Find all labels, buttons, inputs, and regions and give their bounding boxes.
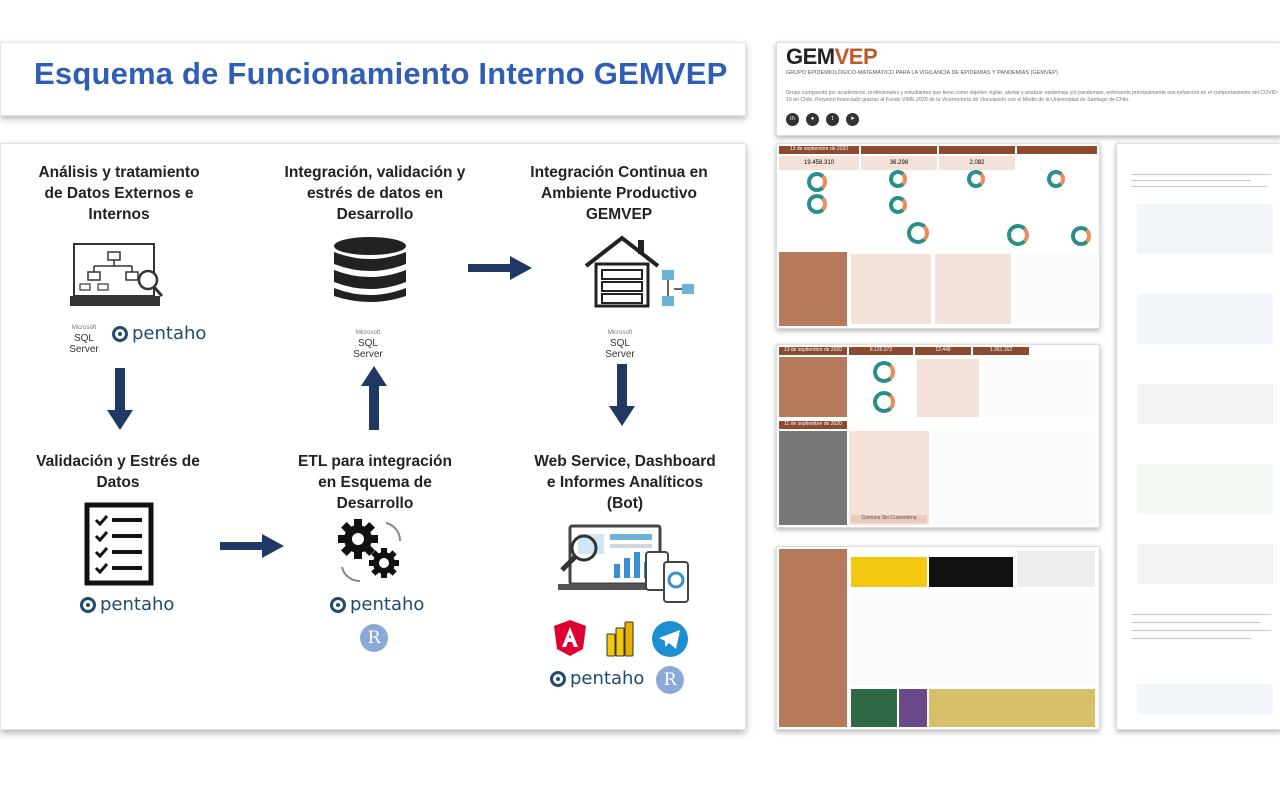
database-icon xyxy=(330,236,410,306)
r-logo: R xyxy=(360,624,388,652)
step-continuous-integration-label: Integración Continua en Ambiente Product… xyxy=(530,162,708,225)
linkedin-icon[interactable]: in xyxy=(786,113,799,126)
pentaho-logo: pentaho xyxy=(112,323,206,344)
twitter-icon[interactable]: t xyxy=(826,113,839,126)
page-title: Esquema de Funcionamiento Interno GEMVEP xyxy=(34,56,728,92)
pentaho-logo: pentaho xyxy=(80,594,174,615)
pentaho-logo: pentaho xyxy=(550,668,644,689)
dashboard-devices-icon xyxy=(554,522,692,606)
computer-flowchart-icon xyxy=(70,240,166,312)
step-validation-label: Validación y Estrés de Datos xyxy=(36,451,200,493)
github-icon[interactable]: ● xyxy=(806,113,819,126)
dashboard-screenshot-1: 13 de septiembre de 2020 19.458.310 36.2… xyxy=(776,143,1100,329)
checklist-icon xyxy=(84,502,154,586)
arrow-right-icon xyxy=(218,532,286,560)
step-integration-dev-label: Integración, validación y estrés de dato… xyxy=(282,162,468,225)
arrow-up-icon xyxy=(360,364,388,432)
gemvep-subtitle: GRUPO EPIDEMIOLÓGICO-MATEMÁTICO PARA LA … xyxy=(786,70,1058,76)
dashboard-screenshot-3 xyxy=(776,546,1100,730)
arrow-right-icon xyxy=(466,254,534,282)
dashboard-screenshot-2: 13 de septiembre de 2020 8.125.072 12.44… xyxy=(776,344,1100,528)
arrow-down-icon xyxy=(106,366,134,432)
r-logo: R xyxy=(656,666,684,694)
powerbi-icon xyxy=(603,620,637,658)
step-etl-label: ETL para integración en Esquema de Desar… xyxy=(288,451,462,514)
angular-icon xyxy=(553,619,587,657)
arrow-down-icon xyxy=(608,362,636,428)
telegram-icon[interactable]: ➤ xyxy=(846,113,859,126)
gemvep-description: Grupo compuesto por académicos, profesio… xyxy=(786,90,1280,104)
report-document-screenshot xyxy=(1116,143,1280,730)
gemvep-logo: GEMVEP xyxy=(786,44,877,70)
telegram-icon xyxy=(651,620,689,658)
pentaho-logo: pentaho xyxy=(330,594,424,615)
gears-icon xyxy=(334,515,408,585)
step-webservice-label: Web Service, Dashboard e Informes Analít… xyxy=(530,451,720,514)
step-analysis-label: Análisis y tratamiento de Datos Externos… xyxy=(30,162,208,225)
house-server-icon xyxy=(582,232,702,312)
